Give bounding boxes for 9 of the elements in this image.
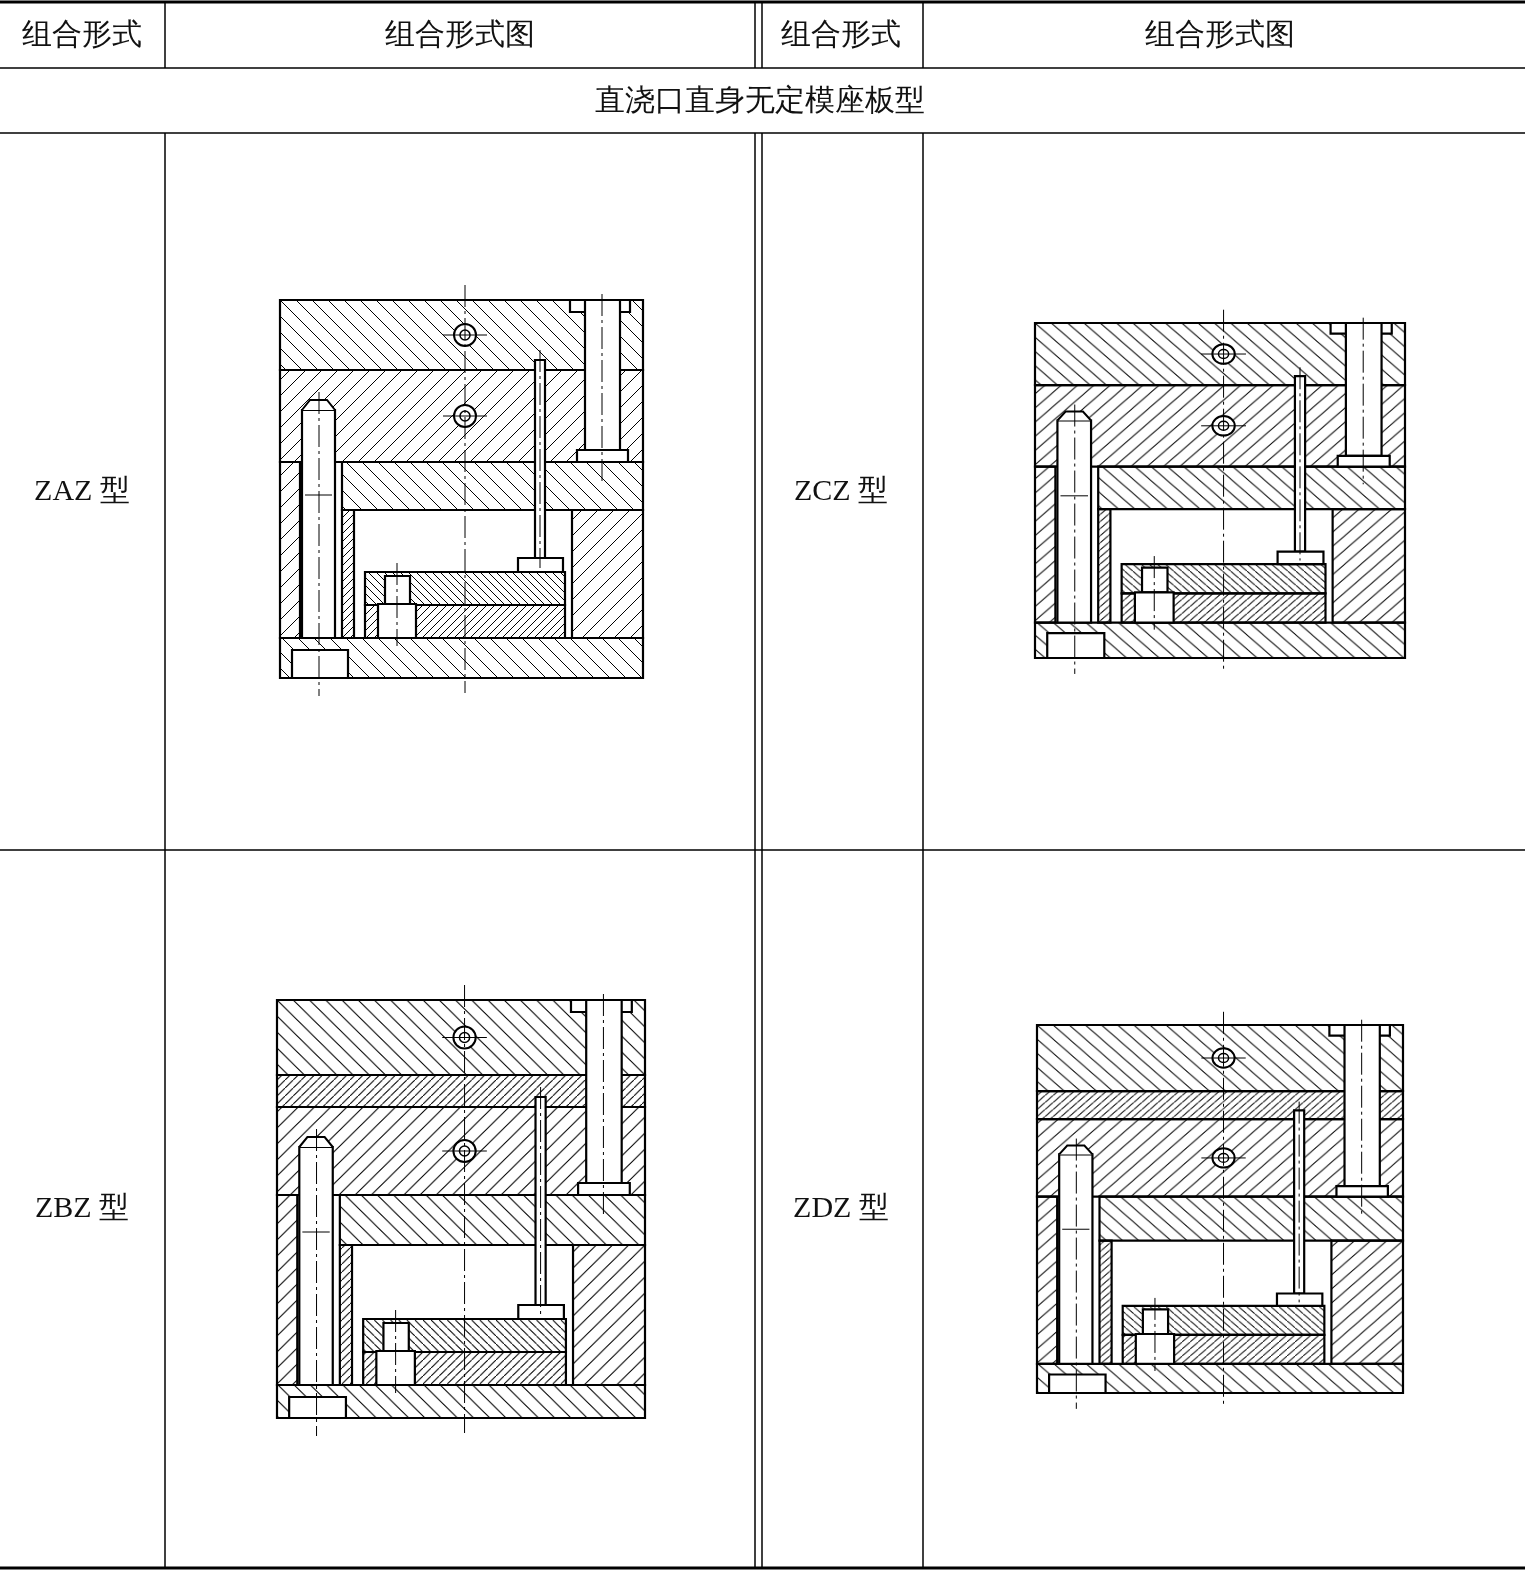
row-label: ZDZ 型 [793,1188,889,1225]
header-text: 组合形式 [22,15,142,52]
header-text: 组合形式图 [385,15,535,52]
header-text: 组合形式 [781,15,901,52]
section-title: 直浇口直身无定模座板型 [595,81,925,118]
header-text: 组合形式图 [1145,15,1295,52]
row-label: ZCZ 型 [793,471,889,508]
row-label: ZAZ 型 [34,471,130,508]
row-label: ZBZ 型 [34,1188,130,1225]
